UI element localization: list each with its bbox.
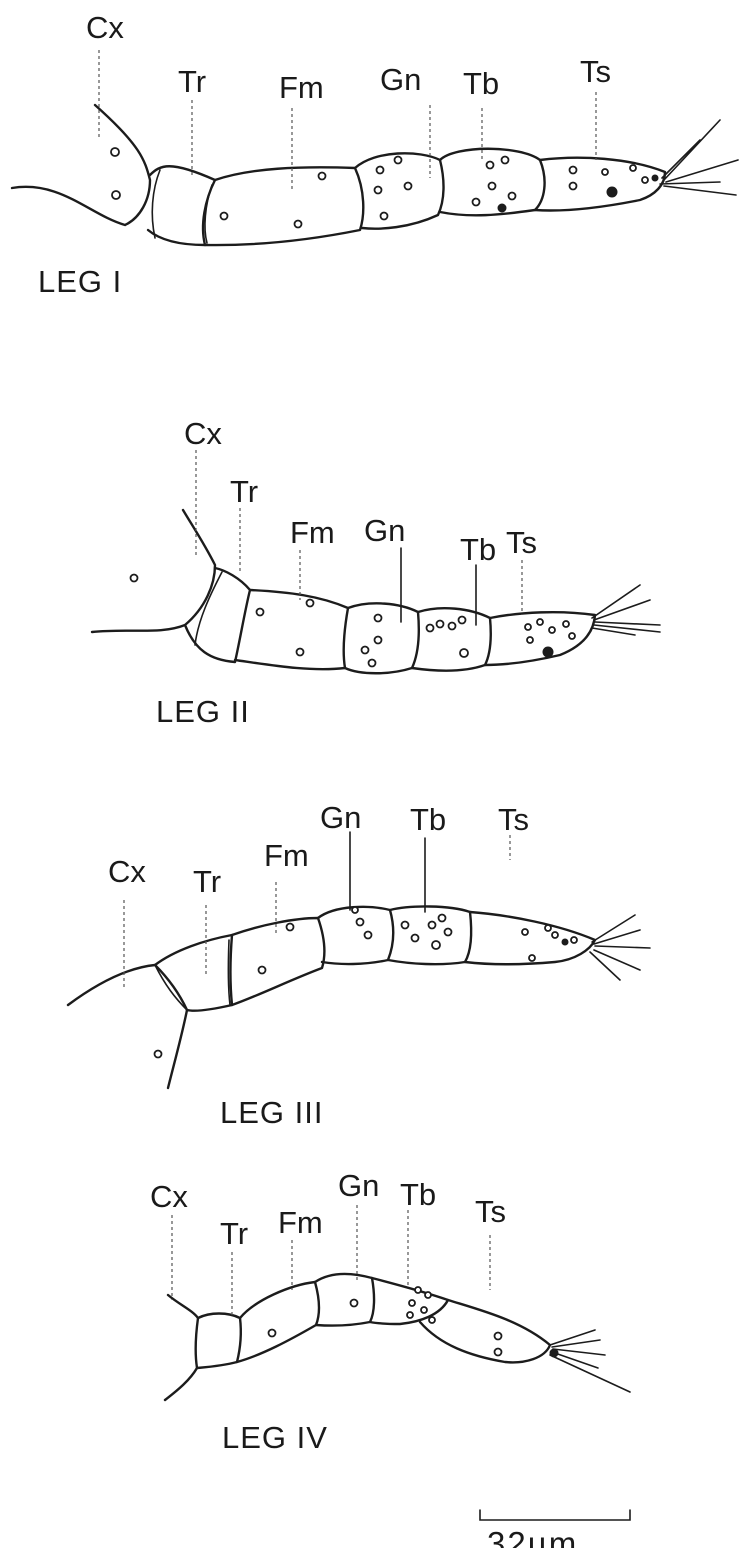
leg-4-tb-label: Tb — [400, 1177, 436, 1212]
leg-3-tr-label: Tr — [193, 864, 221, 899]
leg-2-gn-label: Gn — [364, 513, 405, 548]
leg-4-cx-label: Cx — [150, 1179, 188, 1214]
leg-3-ts-label: Ts — [498, 802, 529, 837]
leg-1-tb-label: Tb — [463, 66, 499, 101]
leg-3-title: LEG III — [220, 1095, 323, 1130]
leg-2-ts-label: Ts — [506, 525, 537, 560]
leg-1-title: LEG I — [38, 264, 122, 299]
leg-2-fm-label: Fm — [290, 515, 335, 550]
leg-3-tb-label: Tb — [410, 802, 446, 837]
leg-4-ts-label: Ts — [475, 1194, 506, 1229]
leg-2-tr-label: Tr — [230, 474, 258, 509]
leg-4-fm-label: Fm — [278, 1205, 323, 1240]
scale-bar — [480, 1510, 630, 1520]
leg-1-tr-label: Tr — [178, 64, 206, 99]
leg-2-tb-label: Tb — [460, 532, 496, 567]
leg-3-gn-label: Gn — [320, 800, 361, 835]
leg-1-ts-label: Ts — [580, 54, 611, 89]
leg-1-cx-label: Cx — [86, 10, 124, 45]
leg-2-drawing — [92, 450, 660, 673]
leg-3-cx-label: Cx — [108, 854, 146, 889]
leg-4-tr-label: Tr — [220, 1216, 248, 1251]
leg-2-title: LEG II — [156, 694, 250, 729]
leg-4-gn-label: Gn — [338, 1168, 379, 1203]
leg-1-drawing — [12, 50, 738, 245]
leg-1-gn-label: Gn — [380, 62, 421, 97]
leg-4-title: LEG IV — [222, 1420, 328, 1455]
leg-1-fm-label: Fm — [279, 70, 324, 105]
scale-bar-label: 32µm — [487, 1525, 578, 1548]
leg-2-cx-label: Cx — [184, 416, 222, 451]
leg-3-fm-label: Fm — [264, 838, 309, 873]
leg-3-drawing — [68, 832, 650, 1088]
